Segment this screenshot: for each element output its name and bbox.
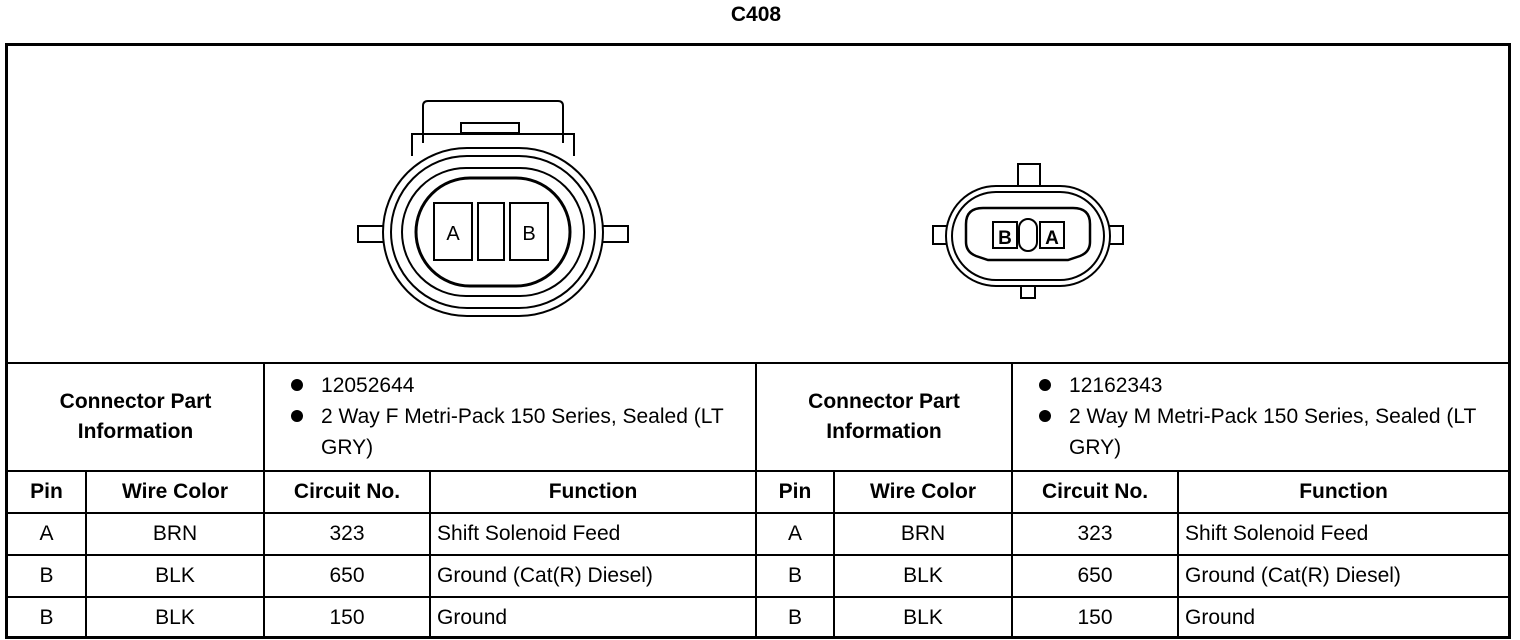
col-circuit-no: Circuit No. <box>263 470 432 514</box>
function-cell: Ground (Cat(R) Diesel) <box>1177 554 1509 598</box>
pin-cell: A <box>755 512 836 556</box>
header-text: Connector Part Information <box>808 390 960 443</box>
pin-cell: B <box>755 554 836 598</box>
col-function: Function <box>429 470 758 514</box>
connector-part-info-header-left: Connector Part Information <box>8 362 266 472</box>
column-header-row: Pin Wire Color Circuit No. Function Pin … <box>8 470 1509 514</box>
wire-color-cell: BRN <box>84 512 266 556</box>
pin-cell: B <box>8 554 87 598</box>
col-function: Function <box>1177 470 1509 514</box>
circuit-cell: 323 <box>1011 512 1180 556</box>
female-pin-a-label: A <box>446 223 460 245</box>
connector-diagram: A B B A <box>357 100 1124 317</box>
function-cell: Ground (Cat(R) Diesel) <box>429 554 758 598</box>
male-pin-b-label: B <box>998 228 1012 249</box>
col-circuit-no: Circuit No. <box>1011 470 1180 514</box>
wire-color-cell: BLK <box>833 596 1014 638</box>
pin-cell: A <box>8 512 87 556</box>
function-cell: Ground <box>1177 596 1509 638</box>
part-info-row: Connector Part Information 12052644 2 Wa… <box>8 362 1509 472</box>
part-info-right: 12162343 2 Way M Metri-Pack 150 Series, … <box>1011 362 1509 472</box>
wire-color-cell: BRN <box>833 512 1014 556</box>
col-wire-color: Wire Color <box>833 470 1014 514</box>
wire-color-cell: BLK <box>84 554 266 598</box>
part-description-right: 2 Way M Metri-Pack 150 Series, Sealed (L… <box>1037 401 1508 463</box>
header-text: Connector Part Information <box>59 390 212 443</box>
female-pin-b-label: B <box>522 223 535 245</box>
circuit-cell: 650 <box>1011 554 1180 598</box>
circuit-cell: 150 <box>263 596 432 638</box>
col-pin: Pin <box>755 470 836 514</box>
pin-cell: B <box>755 596 836 638</box>
part-info-left: 12052644 2 Way F Metri-Pack 150 Series, … <box>263 362 758 472</box>
female-connector-drawing <box>357 100 629 317</box>
function-cell: Shift Solenoid Feed <box>1177 512 1509 556</box>
page-title: C408 <box>730 3 782 26</box>
part-number-left: 12052644 <box>289 370 755 401</box>
part-number-right: 12162343 <box>1037 370 1508 401</box>
circuit-cell: 323 <box>263 512 432 556</box>
wire-color-cell: BLK <box>84 596 266 638</box>
col-pin: Pin <box>8 470 87 514</box>
male-pin-a-label: A <box>1045 228 1059 249</box>
table-row: B BLK 650 Ground (Cat(R) Diesel) B BLK 6… <box>8 554 1509 598</box>
connector-part-info-header-right: Connector Part Information <box>755 362 1014 472</box>
male-connector-drawing <box>932 163 1124 299</box>
function-cell: Ground <box>429 596 758 638</box>
table-row: A BRN 323 Shift Solenoid Feed A BRN 323 … <box>8 512 1509 556</box>
connector-frame: A B B A Connector Par <box>5 43 1511 639</box>
part-description-left: 2 Way F Metri-Pack 150 Series, Sealed (L… <box>289 401 755 463</box>
pin-cell: B <box>8 596 87 638</box>
circuit-cell: 150 <box>1011 596 1180 638</box>
col-wire-color: Wire Color <box>84 470 266 514</box>
table-row: B BLK 150 Ground B BLK 150 Ground <box>8 596 1509 638</box>
wire-color-cell: BLK <box>833 554 1014 598</box>
circuit-cell: 650 <box>263 554 432 598</box>
function-cell: Shift Solenoid Feed <box>429 512 758 556</box>
connector-info-table: Connector Part Information 12052644 2 Wa… <box>8 362 1509 638</box>
